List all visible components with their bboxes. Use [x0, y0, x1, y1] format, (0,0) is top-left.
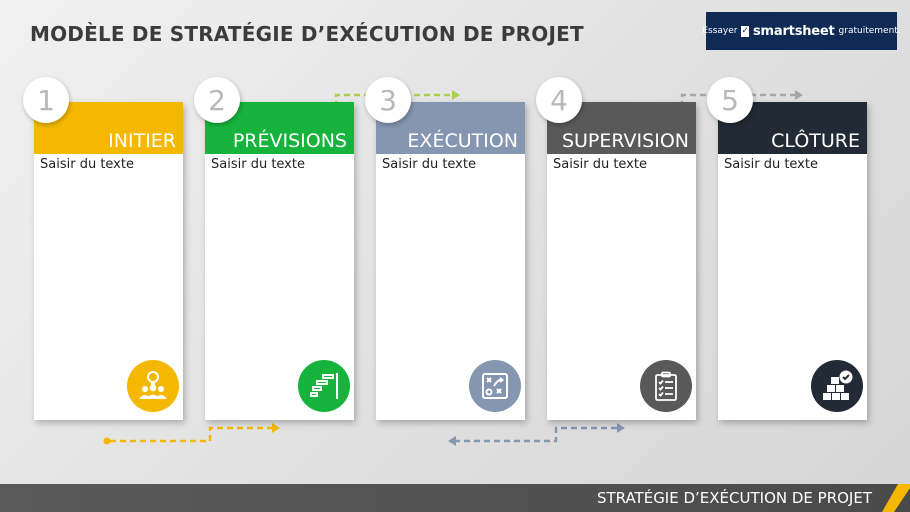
step-label: SUPERVISION [561, 130, 689, 152]
step-label: CLÔTURE [771, 130, 860, 152]
step-text-field[interactable]: Saisir du texte [553, 157, 647, 172]
step-number-1: 1 [23, 77, 69, 123]
smartsheet-logo-icon: ✓ [741, 25, 750, 37]
arrow-blue-head-right [617, 423, 625, 433]
cta-prefix: Essayer [702, 26, 738, 36]
step-number-5: 5 [707, 77, 753, 123]
step-header: INITIER [34, 102, 183, 154]
arrow-yellow-dot [103, 437, 111, 445]
arrow-gray-head-right [795, 90, 803, 100]
try-smartsheet-button[interactable]: Essayer ✓ smartsheet gratuitement. [702, 12, 901, 50]
arrow-blue [455, 426, 617, 443]
step-card-supervision: SUPERVISION Saisir du texte [547, 102, 696, 420]
step-label: INITIER [108, 130, 176, 152]
page-title: MODÈLE DE STRATÉGIE D’EXÉCUTION DE PROJE… [30, 22, 584, 46]
arrow-yellow-head [272, 423, 280, 433]
step-number-2: 2 [194, 77, 240, 123]
arrow-green-head-right [452, 90, 460, 100]
step-card-initier: INITIER Saisir du texte [34, 102, 183, 420]
step-text-field[interactable]: Saisir du texte [382, 157, 476, 172]
cta-brand: smartsheet [753, 23, 835, 39]
footer-title: STRATÉGIE D’EXÉCUTION DE PROJET [596, 489, 872, 507]
step-text-field[interactable]: Saisir du texte [724, 157, 818, 172]
step-card-execution: EXÉCUTION Saisir du texte [376, 102, 525, 420]
gantt-chart-icon [298, 360, 350, 412]
boxes-check-icon [811, 360, 863, 412]
arrow-yellow [110, 426, 272, 443]
step-label: EXÉCUTION [407, 130, 518, 152]
footer-bar: STRATÉGIE D’EXÉCUTION DE PROJET [0, 484, 910, 512]
step-card-previsions: PRÉVISIONS Saisir du texte [205, 102, 354, 420]
clipboard-checklist-icon [640, 360, 692, 412]
step-number-4: 4 [536, 77, 582, 123]
team-idea-icon [127, 360, 179, 412]
step-text-field[interactable]: Saisir du texte [211, 157, 305, 172]
step-card-cloture: CLÔTURE Saisir du texte [718, 102, 867, 420]
step-text-field[interactable]: Saisir du texte [40, 157, 134, 172]
footer-accent-stripe [882, 484, 910, 512]
cta-suffix: gratuitement. [838, 26, 901, 36]
step-label: PRÉVISIONS [232, 130, 347, 152]
strategy-board-icon [469, 360, 521, 412]
step-number-3: 3 [365, 77, 411, 123]
arrow-blue-head-left [448, 436, 456, 446]
